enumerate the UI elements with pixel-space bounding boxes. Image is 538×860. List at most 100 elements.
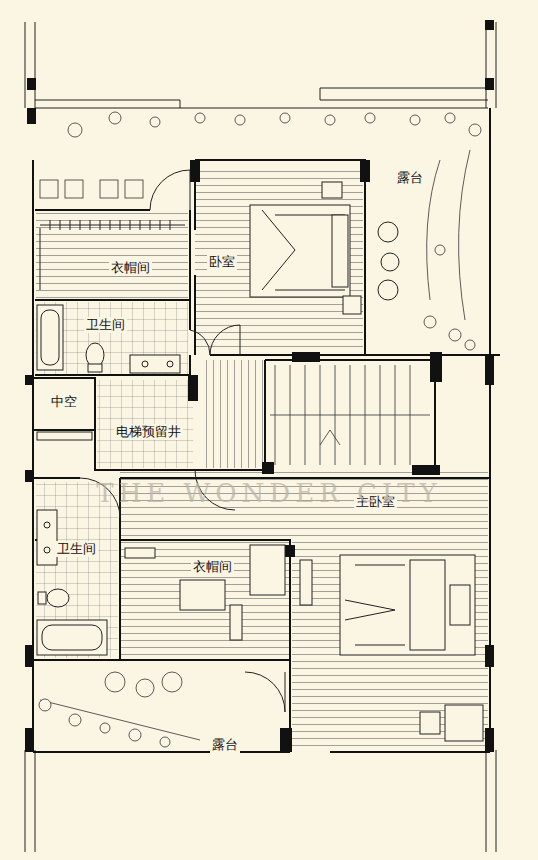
bedroom-furniture <box>332 215 348 287</box>
walls <box>195 160 365 355</box>
room-label: 卧室 <box>207 254 237 270</box>
room-label: 卫生间 <box>55 541 98 557</box>
bath-fixtures <box>41 310 59 365</box>
room-label: 中空 <box>49 394 79 410</box>
wardrobe-fittings <box>180 580 225 610</box>
terrace-decor <box>109 112 121 124</box>
bedroom-furniture <box>381 253 399 271</box>
pillars <box>25 645 34 667</box>
terrace-decor <box>40 180 58 198</box>
terrace-decor <box>105 672 125 692</box>
floor-finish <box>200 360 265 468</box>
wardrobe-area: 衣帽间 <box>189 558 236 576</box>
terrace-decor <box>235 115 245 125</box>
exterior-lines <box>35 88 488 108</box>
exterior-lines <box>35 108 488 109</box>
terrace-decor <box>100 180 118 198</box>
terrace-decor <box>40 700 200 740</box>
doors <box>210 325 240 355</box>
pillars <box>190 160 200 182</box>
bedroom-furniture <box>378 280 398 300</box>
pillars <box>280 728 292 752</box>
walls <box>33 660 490 752</box>
terrace-decor <box>365 113 375 123</box>
pillars <box>360 160 370 182</box>
pillars <box>430 352 442 382</box>
stairs <box>270 415 430 445</box>
room-label: 电梯预留井 <box>114 424 183 440</box>
room-label: 卫生间 <box>84 317 127 333</box>
pillars <box>27 108 36 124</box>
bath-fixtures <box>44 547 50 553</box>
walls <box>120 540 290 660</box>
exterior-lines <box>25 22 496 852</box>
doors <box>245 672 285 712</box>
doors <box>150 170 190 210</box>
terrace-decor <box>280 113 290 123</box>
terrace-decor <box>69 714 81 726</box>
bath-fixtures <box>44 522 50 528</box>
floor-finish <box>97 380 193 468</box>
terrace-decor <box>65 180 83 198</box>
floor-finish <box>36 165 488 750</box>
floor-finish <box>36 302 188 374</box>
wardrobe-fittings <box>250 545 285 595</box>
master-furniture <box>340 555 475 655</box>
exterior-lines <box>25 22 496 108</box>
terrace-area: 露台 <box>208 736 242 754</box>
master-furniture <box>345 565 405 645</box>
stairs <box>270 365 430 465</box>
terrace-decor <box>150 117 160 127</box>
terrace-decor <box>195 113 205 123</box>
pillars <box>25 728 34 752</box>
bath-fixtures <box>38 592 46 604</box>
terrace-decor <box>39 699 51 711</box>
terrace-decor <box>68 123 82 137</box>
pillars <box>27 78 36 90</box>
pillars <box>285 545 295 557</box>
pillars <box>485 355 494 385</box>
floor-finish <box>292 540 488 750</box>
room-label: 衣帽间 <box>191 559 234 575</box>
bath-fixtures <box>47 589 69 607</box>
bathroom-area: 卫生间 <box>82 316 129 334</box>
wardrobe-fittings <box>40 225 185 290</box>
bath-fixtures <box>37 432 92 440</box>
master-furniture <box>445 705 483 741</box>
terrace-decor <box>427 150 470 320</box>
terrace-decor <box>136 679 154 697</box>
wardrobe-fittings <box>40 220 285 640</box>
bedroom-furniture <box>250 205 350 297</box>
bathroom-area: 卫生间 <box>53 540 100 558</box>
room-label: 露台 <box>395 170 425 186</box>
terrace-decor <box>160 737 170 747</box>
floor-finish <box>195 165 363 353</box>
terrace-decor <box>162 672 182 692</box>
master-furniture <box>420 712 440 734</box>
bedroom-furniture <box>378 222 398 242</box>
terrace-decor <box>410 115 420 125</box>
bath-fixtures <box>88 364 102 372</box>
wardrobe-fittings <box>125 548 155 558</box>
terrace-decor <box>325 115 335 125</box>
watermark: THE WONDER CITY <box>0 478 538 508</box>
walls <box>265 360 435 470</box>
bath-fixtures <box>37 305 63 370</box>
terrace-decor <box>125 180 143 198</box>
bedroom-area: 卧室 <box>205 253 239 271</box>
walls <box>35 210 190 300</box>
bath-fixtures <box>142 361 148 367</box>
master-furniture <box>300 555 483 741</box>
terrace-decor <box>445 113 455 123</box>
bedroom-furniture <box>322 182 342 198</box>
bath-fixtures <box>130 355 180 373</box>
walls <box>33 108 500 752</box>
wardrobe-area: 衣帽间 <box>107 259 154 277</box>
pillars <box>25 375 34 385</box>
terrace-decor <box>39 112 481 747</box>
walls <box>210 354 500 356</box>
bedroom-furniture <box>343 296 361 314</box>
pillars <box>412 465 440 475</box>
master-furniture <box>410 560 445 650</box>
bath-fixtures <box>86 343 104 367</box>
